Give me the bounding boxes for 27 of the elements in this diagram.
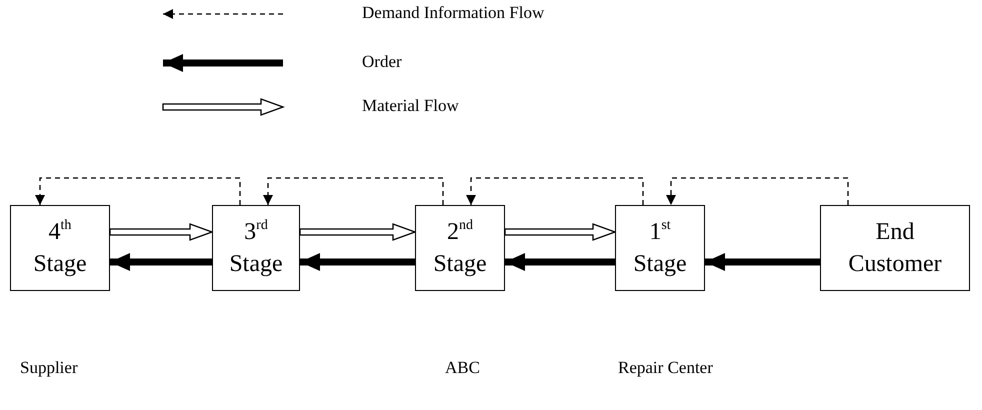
stage-label: 1$^{st}$ Stage (632, 216, 688, 279)
stage-box (615, 205, 705, 291)
thick-arrow (705, 253, 820, 271)
legend-label: Demand Information Flow (362, 3, 544, 23)
thick-arrow (505, 253, 615, 271)
dashed-arrow (263, 177, 444, 205)
legend-label: Order (362, 52, 402, 72)
thick-arrow (300, 253, 415, 271)
stage-label: End Customer (847, 218, 943, 279)
stage-box (212, 205, 300, 291)
thick-arrow (110, 253, 212, 271)
stage-box (415, 205, 505, 291)
legend-label: Material Flow (362, 96, 459, 116)
dashed-arrow (35, 177, 241, 205)
hollow-arrow (109, 223, 214, 241)
stage-box (820, 205, 970, 291)
role-label: Repair Center (618, 358, 713, 378)
role-label: ABC (445, 358, 480, 378)
dashed-arrow (666, 177, 849, 205)
hollow-arrow (299, 223, 417, 241)
stage-label: 3$^{rd}$ Stage (228, 216, 284, 279)
hollow-arrow (504, 223, 617, 241)
stage-box (10, 205, 110, 291)
dashed-arrow (466, 177, 644, 205)
stage-label: 4$^{th}$ Stage (32, 216, 88, 279)
stage-label: 2$^{nd}$ Stage (432, 216, 488, 279)
role-label: Supplier (20, 358, 78, 378)
